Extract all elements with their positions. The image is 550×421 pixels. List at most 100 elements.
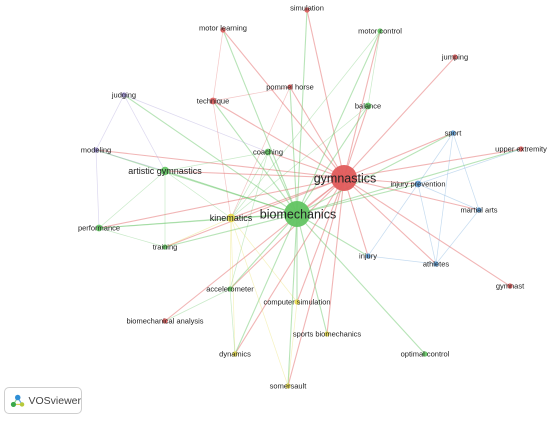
link-biomechanics-balance [296, 105, 369, 215]
link-biomechanics-pommel_horse [289, 86, 298, 215]
label-accelerometer[interactable]: accelerometer [206, 285, 254, 294]
node-jumping[interactable] [452, 54, 458, 60]
label-artistic-gymnastics[interactable]: artistic gymnastics [128, 166, 202, 176]
link-gymnastics-accelerometer [229, 177, 345, 290]
link-judging-coaching [123, 94, 269, 153]
label-computer-simulation[interactable]: computer simulation [263, 298, 330, 307]
link-performance-kinematics [98, 217, 232, 229]
link-gymnastics-performance [98, 177, 345, 229]
link-modeling-performance [95, 149, 100, 229]
link-technique-motor_learning [212, 29, 224, 102]
label-sport[interactable]: sport [445, 129, 463, 138]
link-gymnastics-motor_learning [222, 29, 345, 179]
label-injury[interactable]: injury [359, 252, 377, 261]
node-simulation[interactable] [304, 7, 310, 13]
node-sports-biomechanics[interactable] [324, 331, 330, 337]
link-injury_prevention-martial_arts [417, 183, 480, 211]
node-training[interactable] [162, 244, 168, 250]
link-biomechanics-accelerometer [229, 213, 298, 290]
node-injury-prevention[interactable] [414, 180, 422, 188]
node-gymnast[interactable] [507, 283, 513, 289]
node-upper-extremity[interactable] [518, 146, 524, 152]
label-balance[interactable]: balance [355, 102, 381, 111]
node-artistic-gymnastics[interactable] [160, 166, 170, 176]
link-kinematics-computer_simulation [230, 217, 298, 303]
node-sport[interactable] [450, 130, 456, 136]
node-gymnastics[interactable] [331, 165, 357, 191]
node-kinematics[interactable] [226, 213, 236, 223]
link-kinematics-accelerometer [229, 217, 232, 290]
link-gymnastics-artistic_gymnastics [164, 170, 345, 179]
label-gymnastics[interactable]: gymnastics [314, 171, 377, 185]
label-martial-arts[interactable]: martial arts [460, 206, 497, 215]
link-biomechanics-motor_control [296, 30, 381, 215]
node-accelerometer[interactable] [227, 286, 233, 292]
link-biomechanics-sport [296, 132, 454, 215]
node-computer-simulation[interactable] [294, 299, 300, 305]
node-biomechanical-analysis[interactable] [162, 318, 168, 324]
label-gymnast[interactable]: gymnast [496, 282, 525, 291]
label-kinematics[interactable]: kinematics [210, 213, 253, 223]
vosviewer-badge[interactable]: VOSviewer [4, 387, 82, 414]
link-technique-kinematics [212, 100, 232, 219]
node-balance[interactable] [364, 102, 372, 110]
label-technique[interactable]: technique [197, 97, 230, 106]
link-sport-injury_prevention [417, 132, 454, 185]
label-somersault[interactable]: somersault [270, 382, 308, 391]
link-biomechanics-training [164, 213, 298, 248]
label-pommel-horse[interactable]: pommel horse [266, 83, 314, 92]
label-performance[interactable]: performance [78, 224, 120, 233]
node-dynamics[interactable] [232, 351, 238, 357]
label-training[interactable]: training [153, 243, 178, 252]
label-biomechanics[interactable]: biomechanics [260, 207, 336, 221]
link-gymnastics-pommel_horse [289, 86, 345, 179]
link-biomechanics-somersault [287, 213, 298, 387]
label-optimal-control[interactable]: optimal control [401, 350, 450, 359]
node-motor-learning[interactable] [220, 27, 226, 33]
link-computer_simulation-somersault [287, 301, 298, 387]
label-motor-learning[interactable]: motor learning [199, 24, 247, 33]
node-injury[interactable] [365, 253, 371, 259]
node-technique[interactable] [209, 97, 217, 105]
link-balance-motor_control [367, 30, 381, 107]
app-name: VOSviewer [28, 394, 81, 407]
node-athletes[interactable] [433, 261, 439, 267]
label-biomechanical-analysis[interactable]: biomechanical analysis [126, 317, 203, 326]
link-artistic_gymnastics-performance [98, 170, 166, 229]
label-upper-extremity[interactable]: upper extremity [495, 145, 547, 154]
link-biomechanics-sports_biomechanics [296, 213, 328, 335]
link-biomechanics-artistic_gymnastics [164, 170, 298, 215]
node-biomechanics[interactable] [284, 201, 310, 227]
link-performance-training [98, 227, 166, 248]
label-judging[interactable]: judging [111, 91, 136, 100]
link-gymnastics-injury [343, 177, 369, 257]
link-accelerometer-biomechanical_analysis [164, 288, 231, 322]
node-modeling[interactable] [93, 147, 99, 153]
node-motor-control[interactable] [377, 28, 383, 34]
node-coaching[interactable] [264, 148, 272, 156]
link-biomechanics-dynamics [234, 213, 298, 355]
label-simulation[interactable]: simulation [290, 4, 324, 13]
label-modeling[interactable]: modeling [81, 146, 111, 155]
node-optimal-control[interactable] [422, 351, 428, 357]
node-martial-arts[interactable] [476, 207, 482, 213]
node-judging[interactable] [121, 92, 127, 98]
node-performance[interactable] [95, 224, 103, 232]
link-injury_prevention-injury [367, 183, 419, 257]
label-motor-control[interactable]: motor control [358, 27, 402, 36]
label-coaching[interactable]: coaching [253, 148, 283, 157]
label-dynamics[interactable]: dynamics [219, 350, 251, 359]
link-biomechanics-injury_prevention [296, 183, 419, 215]
node-somersault[interactable] [285, 383, 291, 389]
label-athletes[interactable]: athletes [423, 260, 450, 269]
link-martial_arts-athletes [435, 209, 480, 265]
link-gymnastics-athletes [343, 177, 437, 265]
label-jumping[interactable]: jumping [441, 53, 468, 62]
link-sport-martial_arts [452, 132, 480, 211]
label-sports-biomechanics[interactable]: sports biomechanics [293, 330, 362, 339]
link-technique-pommel_horse [212, 86, 291, 102]
node-pommel-horse[interactable] [287, 84, 293, 90]
link-injury_prevention-upper_extremity [417, 148, 522, 185]
label-injury-prevention[interactable]: injury prevention [390, 180, 445, 189]
